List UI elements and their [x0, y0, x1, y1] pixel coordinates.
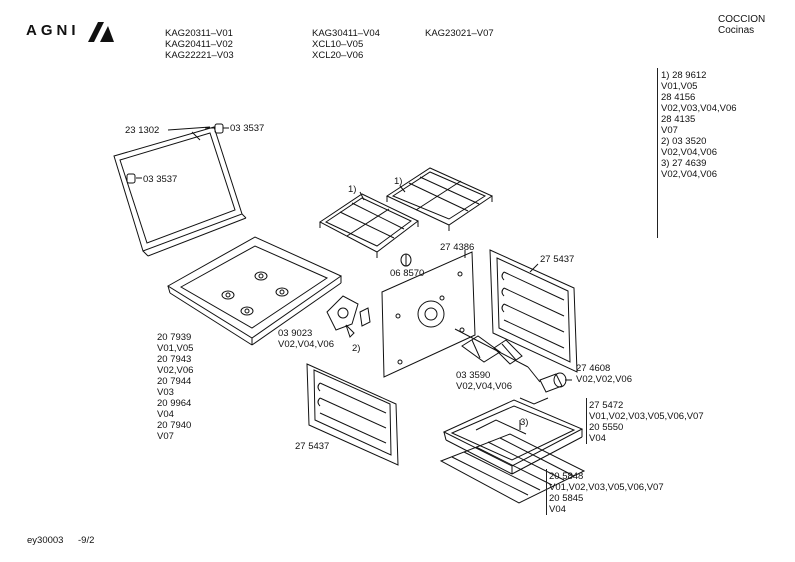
label-grate-left: 1) — [348, 184, 357, 195]
hob-drawing — [167, 236, 343, 346]
grate-left-drawing — [319, 193, 419, 258]
rack-parts-list: 20 5848 V01,V02,V03,V05,V06,V07 20 5845 … — [549, 471, 664, 515]
hinge-top-icon — [214, 123, 224, 134]
label-fan-part: 03 9023 — [278, 328, 313, 339]
list-item: 27 5472 — [589, 400, 624, 411]
hob-parts-list: 20 7939 V01,V05 20 7943 V02,V06 20 7944 … — [157, 332, 193, 442]
list-item: 20 5848 — [549, 471, 584, 482]
note-line: V02,V04,V06 — [661, 147, 717, 158]
lid-drawing — [113, 126, 247, 257]
category-title: COCCION — [718, 14, 766, 25]
note-line: V02,V03,V04,V06 — [661, 103, 737, 114]
label-lamp-part: 27 4608 — [576, 363, 611, 374]
list-item: V04 — [157, 409, 174, 420]
footer-code: ey30003 — [27, 535, 64, 546]
knob-drawing — [400, 253, 412, 267]
label-fan-variants: V02,V04,V06 — [278, 339, 334, 350]
list-item: 20 7940 — [157, 420, 192, 431]
list-item: V01,V02,V03,V05,V06,V07 — [549, 482, 664, 493]
list-item: 20 9964 — [157, 398, 192, 409]
label-tray-note: 3) — [520, 417, 529, 428]
category-subtitle: Cocinas — [718, 25, 755, 36]
note-line: 2) 03 3520 — [661, 136, 707, 147]
brand-logo: AGNI — [26, 22, 80, 39]
label-hinge-top: 03 3537 — [230, 123, 265, 134]
fan-drawing — [326, 295, 371, 338]
label-lamp-variants: V02,V02,V06 — [576, 374, 632, 385]
list-item: V01,V02,V03,V05,V06,V07 — [589, 411, 704, 422]
hinge-left-icon — [126, 173, 136, 184]
footer-page: -9/2 — [78, 535, 95, 546]
list-item: V07 — [157, 431, 174, 442]
model-code: KAG23021–V07 — [425, 28, 494, 39]
backplate-drawing — [381, 251, 476, 378]
model-column-3: KAG23021–V07 — [425, 28, 494, 39]
list-item: V03 — [157, 387, 174, 398]
note-line: 3) 27 4639 — [661, 158, 707, 169]
note-line: 28 4135 — [661, 114, 696, 125]
note-line: 1) 28 9612 — [661, 70, 707, 81]
tray-list-divider — [586, 398, 587, 444]
side-rack-left-drawing — [306, 363, 399, 466]
model-code: KAG30411–V04 — [312, 28, 380, 39]
model-column-2: KAG30411–V04 XCL10–V05 XCL20–V06 — [312, 28, 380, 61]
grate-right-drawing — [385, 167, 494, 231]
list-item: 20 7939 — [157, 332, 192, 343]
rack-list-divider — [546, 469, 547, 515]
list-item: 20 5845 — [549, 493, 584, 504]
model-code: XCL20–V06 — [312, 50, 364, 61]
tray-drawing — [442, 397, 584, 475]
list-item: 20 5550 — [589, 422, 624, 433]
notes-divider — [657, 68, 658, 238]
list-item: V01,V05 — [157, 343, 194, 354]
variant-notes: 1) 28 9612 V01,V05 28 4156 V02,V03,V04,V… — [661, 70, 737, 180]
list-item: 20 7944 — [157, 376, 192, 387]
side-rack-right-drawing — [489, 249, 578, 373]
spit-drawing — [454, 328, 529, 368]
label-lid: 23 1302 — [125, 125, 160, 136]
list-item: V02,V06 — [157, 365, 194, 376]
list-item: V04 — [589, 433, 606, 444]
label-side-rack-left: 27 5437 — [295, 441, 330, 452]
note-line: V07 — [661, 125, 678, 136]
label-grate-right: 1) — [394, 176, 403, 187]
logo-mark-icon — [88, 22, 114, 42]
category-heading: COCCION Cocinas — [718, 14, 765, 36]
model-code: KAG20411–V02 — [165, 39, 233, 50]
model-code: KAG22221–V03 — [165, 50, 234, 61]
list-item: V04 — [549, 504, 566, 515]
label-knob: 06 8570 — [390, 268, 425, 279]
wire-rack-drawing — [439, 433, 586, 504]
note-line: V02,V04,V06 — [661, 169, 717, 180]
list-item: 20 7943 — [157, 354, 192, 365]
label-hinge-left: 03 3537 — [143, 174, 178, 185]
label-fan-note: 2) — [352, 343, 361, 354]
model-code: XCL10–V05 — [312, 39, 364, 50]
note-line: 28 4156 — [661, 92, 696, 103]
label-side-rack-right: 27 5437 — [540, 254, 575, 265]
label-backplate: 27 4386 — [440, 242, 475, 253]
label-spit-variants: V02,V04,V06 — [456, 381, 512, 392]
note-line: V01,V05 — [661, 81, 698, 92]
model-column-1: KAG20311–V01 KAG20411–V02 KAG22221–V03 — [165, 28, 234, 61]
label-spit-part: 03 3590 — [456, 370, 491, 381]
model-code: KAG20311–V01 — [165, 28, 233, 39]
leader-lines — [136, 127, 572, 430]
lamp-drawing — [527, 366, 567, 393]
tray-parts-list: 27 5472 V01,V02,V03,V05,V06,V07 20 5550 … — [589, 400, 704, 444]
